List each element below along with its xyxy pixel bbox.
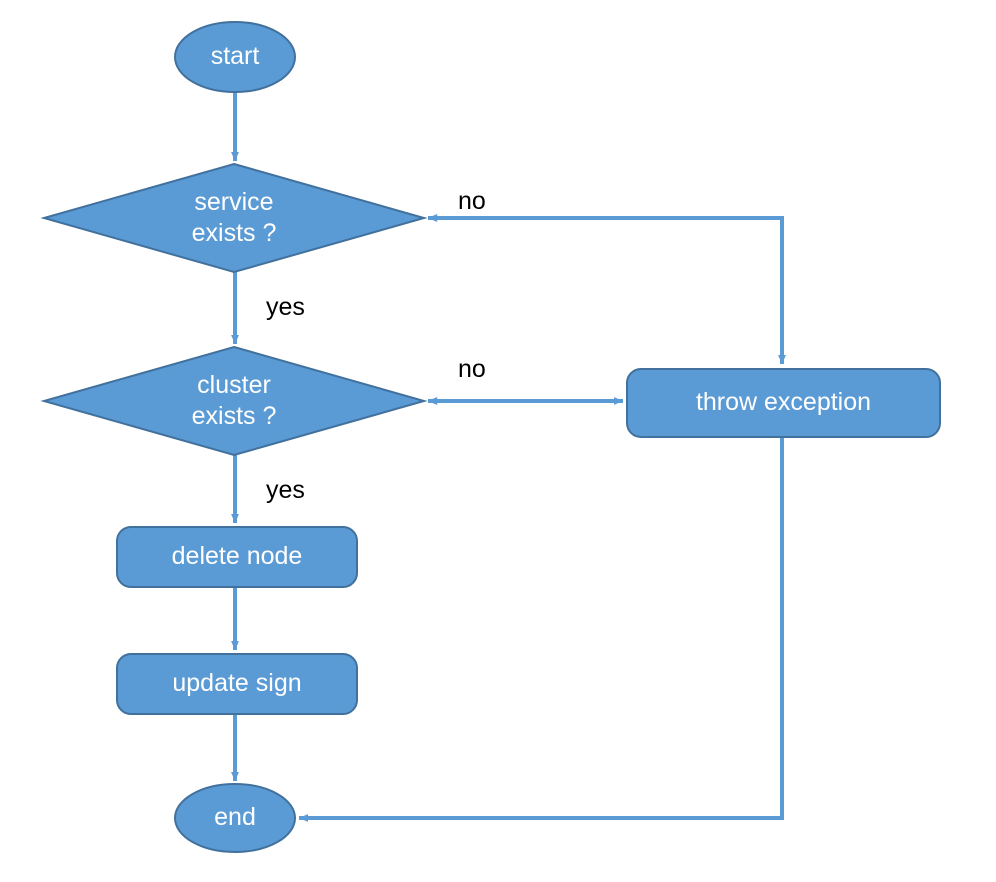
node-throw-exception-hit[interactable] — [627, 369, 940, 437]
node-start[interactable] — [174, 21, 296, 93]
node-end-hit[interactable] — [175, 784, 295, 852]
node-cluster-exists[interactable] — [40, 345, 428, 457]
node-start-hit[interactable] — [175, 22, 295, 92]
node-throw-exception[interactable] — [626, 368, 941, 438]
node-update-sign[interactable] — [116, 653, 358, 715]
node-service-exists-hit[interactable] — [44, 164, 424, 272]
node-service-exists[interactable] — [40, 162, 428, 274]
node-delete-node[interactable] — [116, 526, 358, 588]
edge-service-no-to-throw — [427, 214, 786, 365]
edge-throw-to-end — [298, 437, 784, 822]
node-delete-node-hit[interactable] — [117, 527, 357, 587]
node-end[interactable] — [174, 783, 296, 853]
node-cluster-exists-hit[interactable] — [44, 347, 424, 455]
node-update-sign-hit[interactable] — [117, 654, 357, 714]
